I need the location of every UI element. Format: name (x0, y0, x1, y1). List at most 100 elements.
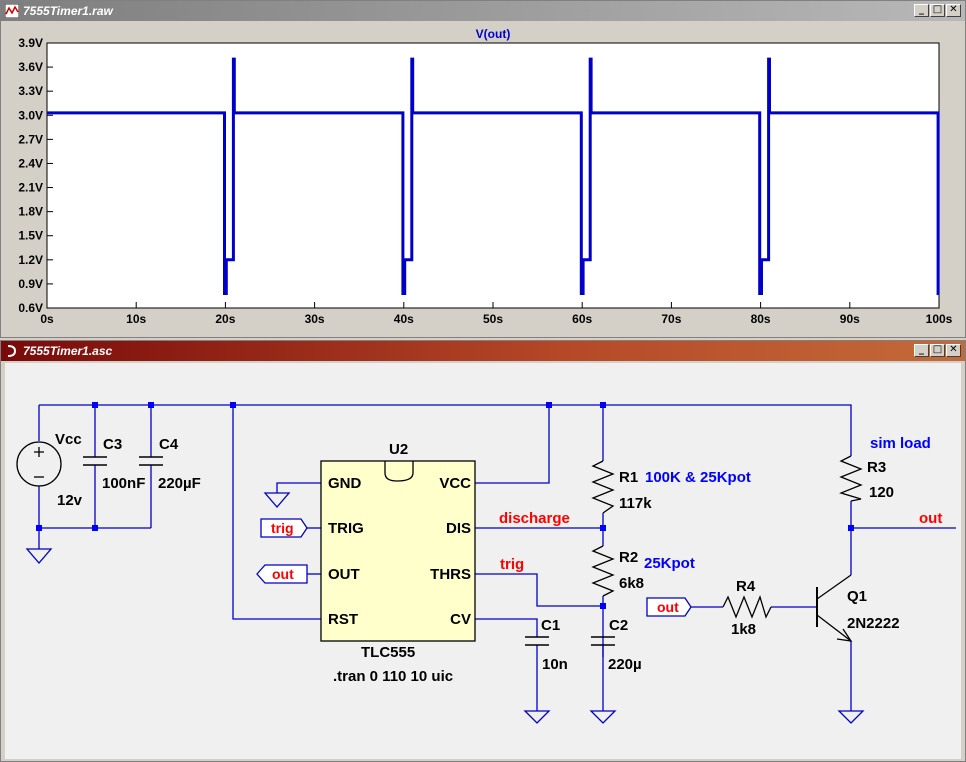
net-label-discharge: discharge (499, 510, 570, 527)
capacitor-c1-body (525, 636, 549, 646)
junction-dot (848, 525, 854, 531)
close-button[interactable]: ✕ (946, 4, 961, 17)
x-tick-label: 90s (840, 312, 860, 326)
resistor-r2-body (591, 545, 615, 597)
r3-ref: R3 (867, 459, 886, 476)
junction-dot (600, 402, 606, 408)
port-out-q: out (646, 597, 692, 617)
capacitor-c3-body (83, 456, 107, 466)
y-tick-label: 2.7V (18, 132, 43, 146)
r4-ref: R4 (736, 578, 756, 595)
trace-series (47, 57, 940, 295)
waveform-plot[interactable]: V(out) 3.9V3.6V3.3V3.0V2.7V2.4V2.1V1.8V1… (1, 21, 965, 337)
ground-icon (589, 710, 617, 724)
ground-icon (263, 492, 291, 508)
r4-value: 1k8 (731, 621, 756, 638)
junction-dot (600, 525, 606, 531)
junction-dot (36, 525, 42, 531)
waveform-app-icon (5, 4, 19, 18)
r2-ref: R2 (619, 549, 638, 566)
pin-gnd: GND (328, 475, 362, 492)
minimize-icon: _ (919, 4, 924, 15)
y-tick-label: 2.1V (18, 181, 43, 195)
junction-dot (92, 402, 98, 408)
x-tick-label: 70s (661, 312, 681, 326)
ic-part: TLC555 (361, 644, 415, 661)
x-tick-label: 40s (394, 312, 414, 326)
y-tick-label: 0.9V (18, 277, 43, 291)
close-icon: ✕ (949, 4, 958, 15)
y-tick-label: 3.0V (18, 108, 43, 122)
net-label-out: out (919, 510, 942, 527)
maximize-icon: □ (932, 344, 943, 355)
junction-dot (230, 402, 236, 408)
c1-ref: C1 (541, 617, 560, 634)
net-label-trig: trig (500, 556, 524, 573)
pin-trig: TRIG (328, 520, 364, 537)
c3-value: 100nF (102, 475, 145, 492)
source-value: 12v (57, 492, 83, 509)
junction-dot (92, 525, 98, 531)
x-tick-label: 50s (483, 312, 503, 326)
y-tick-label: 3.3V (18, 84, 43, 98)
port-out-left: out (256, 564, 308, 584)
x-tick-label: 30s (305, 312, 325, 326)
maximize-icon: □ (932, 4, 943, 15)
wires (38, 404, 956, 711)
c2-value: 220µ (608, 656, 642, 673)
ground-icon (837, 710, 865, 724)
svg-text:trig: trig (271, 520, 294, 536)
x-tick-label: 100s (926, 312, 953, 326)
minimize-button[interactable]: _ (914, 4, 929, 17)
junction-dot (546, 402, 552, 408)
schematic-app-icon (7, 345, 17, 357)
pin-thrs: THRS (430, 566, 471, 583)
ground-icon (25, 548, 53, 564)
resistor-r4-body (722, 595, 772, 619)
x-tick-label: 60s (572, 312, 592, 326)
port-trig: trig (260, 518, 308, 538)
q1-model: 2N2222 (847, 615, 900, 632)
y-tick-label: 3.9V (18, 36, 43, 50)
transistor-q1-symbol (816, 574, 853, 642)
x-tick-label: 80s (751, 312, 771, 326)
pin-rst: RST (328, 611, 358, 628)
schematic-canvas[interactable]: U2 GND TRIG OUT RST VCC DIS THRS CV TLC5… (5, 363, 961, 759)
pin-vcc: VCC (439, 475, 471, 492)
y-tick-label: 3.6V (18, 60, 43, 74)
y-tick-label: 1.2V (18, 253, 43, 267)
c2-ref: C2 (609, 617, 628, 634)
plot-area[interactable] (46, 42, 940, 309)
x-tick-label: 10s (126, 312, 146, 326)
minimize-icon: _ (919, 344, 924, 355)
ic-u2-body[interactable] (320, 460, 476, 642)
schematic-window[interactable]: 7555Timer1.asc _ □ ✕ (0, 340, 966, 762)
r2-value: 6k8 (619, 575, 644, 592)
c1-value: 10n (542, 656, 568, 673)
spice-directive: .tran 0 110 10 uic (333, 668, 453, 685)
r3-note: sim load (870, 435, 931, 452)
y-tick-label: 0.6V (18, 301, 43, 315)
r1-value: 117k (619, 495, 652, 512)
r2-note: 25Kpot (644, 555, 695, 572)
pin-dis: DIS (446, 520, 471, 537)
trace-line[interactable] (47, 57, 940, 295)
maximize-button[interactable]: □ (930, 344, 945, 357)
waveform-titlebar[interactable]: 7555Timer1.raw _ □ ✕ (1, 1, 965, 21)
waveform-window[interactable]: 7555Timer1.raw _ □ ✕ V(out) 3.9V 3.6V 3.3V… (0, 0, 966, 338)
junction-dot (600, 603, 606, 609)
r1-note: 100K & 25Kpot (645, 469, 751, 486)
waveform-window-title: 7555Timer1.raw (23, 4, 113, 18)
y-tick-label: 1.8V (18, 205, 43, 219)
ground-icon (523, 710, 551, 724)
resistor-r1-body (591, 460, 615, 514)
maximize-button[interactable]: □ (930, 4, 945, 17)
y-axis: 3.9V3.6V3.3V3.0V2.7V2.4V2.1V1.8V1.5V1.2V… (18, 36, 53, 315)
schematic-titlebar[interactable]: 7555Timer1.asc _ □ ✕ (1, 341, 965, 361)
minimize-button[interactable]: _ (914, 344, 929, 357)
close-button[interactable]: ✕ (946, 344, 961, 357)
svg-text:out: out (657, 599, 679, 615)
trace-label[interactable]: V(out) (476, 27, 511, 41)
c4-value: 220µF (158, 475, 201, 492)
pin-out: OUT (328, 566, 360, 583)
